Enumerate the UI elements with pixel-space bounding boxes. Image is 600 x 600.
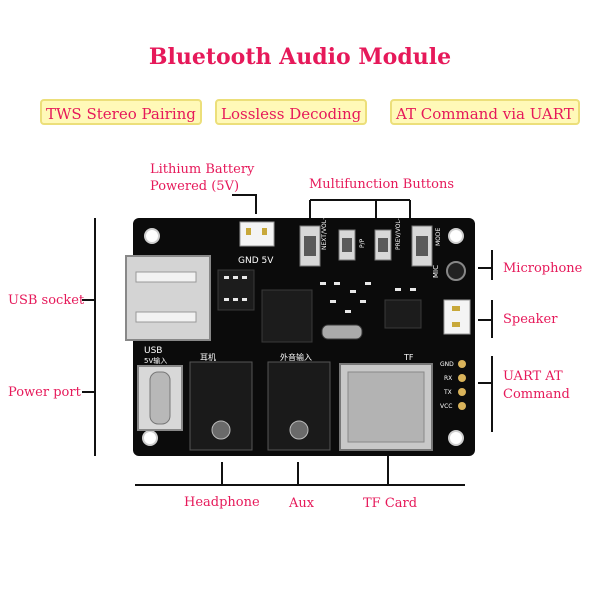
microphone-label: Microphone <box>503 261 583 276</box>
uart-header <box>458 360 466 410</box>
mount-hole-tl <box>144 228 160 244</box>
usb-silk: USB <box>144 346 162 356</box>
speaker-connector <box>443 299 471 335</box>
power-port-label: Power port <box>8 385 81 400</box>
uart-label-line2: Command <box>503 387 570 402</box>
usb-in-silk: 5V输入 <box>144 356 167 365</box>
ext-in-silk: 外音输入 <box>280 352 312 362</box>
feature-badge-uart: AT Command via UART <box>390 99 580 125</box>
mount-hole-bl <box>142 430 158 446</box>
next-silk: NEXT/VOL+ <box>321 215 328 250</box>
feature-badge-lossless: Lossless Decoding <box>215 99 368 125</box>
pointer-lines <box>82 194 493 486</box>
tactile-buttons <box>299 225 433 267</box>
pin-gnd-silk: GND <box>440 361 454 368</box>
headphone-label: Headphone <box>184 495 260 510</box>
usb-socket-label: USB socket <box>8 293 85 308</box>
battery-label-line1: Lithium Battery <box>150 162 255 177</box>
tf-silk: TF <box>403 353 414 362</box>
uart-label-line1: UART AT <box>503 369 563 384</box>
usb-socket-part <box>125 255 211 341</box>
pin-rx-silk: RX <box>444 375 452 382</box>
battery-pointer <box>232 194 257 214</box>
prev-silk: PREV/VOL- <box>395 218 402 250</box>
microphone-part <box>446 261 466 281</box>
speaker-label: Speaker <box>503 312 558 327</box>
battery-connector <box>239 221 275 247</box>
gnd5v-silk: GND 5V <box>238 256 274 266</box>
mount-hole-tr <box>448 228 464 244</box>
headphone-jack-part <box>189 361 253 451</box>
aux-label: Aux <box>289 496 315 511</box>
page-title: Bluetooth Audio Module <box>148 44 452 70</box>
pp-silk: P/P <box>359 238 366 248</box>
buttons-label: Multifunction Buttons <box>309 177 455 192</box>
pcb-board: GND 5V NEXT/VOL+ P/P PREV/VOL- MODE MIC … <box>125 215 475 456</box>
mount-hole-br <box>448 430 464 446</box>
feature-badge-tws: TWS Stereo Pairing <box>40 99 202 125</box>
mic-silk: MIC <box>432 265 440 278</box>
mode-silk: MODE <box>435 227 442 246</box>
pin-vcc-silk: VCC <box>440 403 452 410</box>
tf-card-label: TF Card <box>363 496 418 511</box>
earphone-silk: 耳机 <box>200 352 216 362</box>
pin-tx-silk: TX <box>443 389 452 396</box>
main-chip <box>261 289 313 343</box>
battery-label-line2: Powered (5V) <box>150 179 240 194</box>
